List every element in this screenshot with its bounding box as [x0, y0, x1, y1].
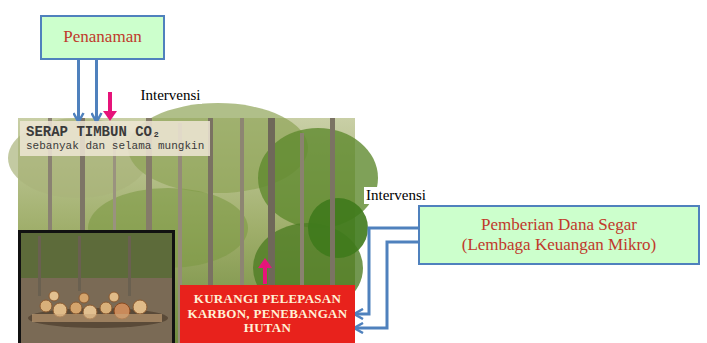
process-box: Penanaman — [40, 15, 165, 60]
arrow-connector — [355, 228, 418, 328]
edge-label: Intervensi — [364, 187, 428, 204]
warning-box: KURANGI PELEPASAN KARBON, PENEBANGAN HUT… — [180, 285, 355, 343]
process-box: Pemberian Dana Segar (Lembaga Keuangan M… — [418, 205, 700, 265]
node-title: Penanaman — [63, 27, 141, 47]
node-title: KURANGI PELEPASAN KARBON, PENEBANGAN HUT… — [186, 292, 349, 337]
text-band: SERAP TIMBUN CO₂sebanyak dan selama mung… — [20, 121, 210, 156]
arrow-line — [355, 242, 418, 328]
arrow-connector — [79, 60, 97, 121]
node-title: Pemberian Dana Segar (Lembaga Keuangan M… — [432, 215, 686, 256]
arrow-line — [95, 60, 98, 121]
node-subtitle: sebanyak dan selama mungkin — [26, 140, 204, 152]
edge-label: Intervensi — [139, 87, 203, 104]
arrow-line — [77, 60, 80, 121]
node-title: SERAP TIMBUN CO₂ — [26, 124, 204, 140]
